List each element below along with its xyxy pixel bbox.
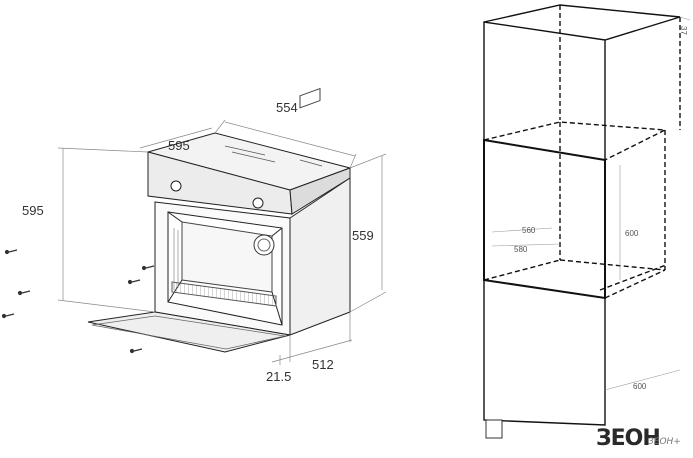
- fan-icon: [253, 234, 275, 256]
- cabinet-drawing: [483, 4, 681, 439]
- cabinet-outer-outline: [483, 4, 681, 426]
- dim-oven-height: 595: [22, 203, 44, 218]
- oven-dimension-lines: [57, 119, 387, 365]
- dim-oven-depth-top: 554: [276, 100, 298, 115]
- dim-door-thickness: 21.5: [266, 369, 291, 384]
- cabinet-dimension-lines: [491, 16, 691, 391]
- dim-oven-body-height: 559: [352, 228, 374, 243]
- dim-cabinet-depth: 600: [633, 382, 647, 391]
- dim-niche-width-b: 580: [514, 245, 528, 254]
- brand-logo-text: ЗЕОН: [596, 426, 660, 451]
- brand-logo: ЗЕОН ЗЕОН+: [596, 426, 681, 451]
- screw-icon: [1, 249, 155, 354]
- oven-drawing: [1, 87, 352, 354]
- cabinet-foot: [485, 419, 503, 439]
- dim-body-depth: 512: [312, 357, 334, 372]
- knob-left-icon: [170, 180, 182, 192]
- dim-top-offset: 37: [679, 26, 688, 35]
- knob-right-icon: [252, 197, 264, 209]
- brand-logo-suffix: ЗЕОН+: [648, 437, 681, 447]
- dim-niche-width-a: 560: [522, 226, 536, 235]
- oven-rack: [171, 281, 277, 307]
- dim-oven-width: 595: [168, 138, 190, 153]
- cabinet-niche-opening: [483, 138, 606, 300]
- dim-niche-height: 600: [625, 229, 639, 238]
